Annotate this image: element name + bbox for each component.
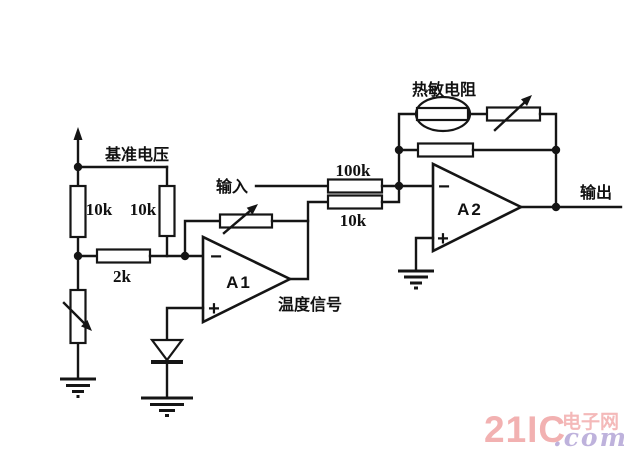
feedback-resistor <box>416 142 475 158</box>
potentiometer-left <box>62 254 92 380</box>
ground-symbol-left <box>60 377 96 398</box>
opamp-a1: − + A1 <box>201 234 293 325</box>
resistor-value-label: 10k <box>340 211 367 230</box>
resistor-10k-coupling <box>326 184 401 210</box>
arrow-up-icon <box>73 127 83 140</box>
watermark: 21IC 电子网 .com <box>484 409 624 452</box>
opamp-a1-output-wire <box>287 200 330 281</box>
opamp-label: A2 <box>457 200 483 219</box>
feedback-network-a2 <box>394 95 561 209</box>
inverting-input-sign: − <box>210 246 222 268</box>
resistor-value-label: 2k <box>113 267 132 286</box>
output-label: 输出 <box>580 183 612 202</box>
opamp-a2-ground <box>398 236 435 290</box>
resistor-value-label: 100k <box>336 161 372 180</box>
resistor-100k <box>326 178 401 194</box>
inverting-input-sign: − <box>438 176 450 198</box>
pot-arrow-icon <box>521 95 532 106</box>
opamp-a2: − + A2 <box>431 161 524 254</box>
opamp-label: A1 <box>226 273 252 292</box>
noninverting-input-sign: + <box>208 298 220 320</box>
resistor-divider-left-10k <box>69 165 87 258</box>
feedback-pot-a1 <box>183 204 310 258</box>
pot-arrow-icon <box>246 204 258 215</box>
diode-d1 <box>149 306 205 399</box>
junction-dot <box>551 145 561 155</box>
temperature-signal-label: 温度信号 <box>277 295 342 314</box>
resistor-2k <box>73 248 205 264</box>
watermark-brand: 21IC <box>484 409 566 450</box>
resistor-divider-right-10k <box>158 165 176 258</box>
resistor-value-label: 10k <box>86 200 113 219</box>
reference-voltage-label: 基准电压 <box>104 145 169 164</box>
pot-arrow-icon <box>81 320 92 331</box>
noninverting-input-sign: + <box>437 228 449 250</box>
output-wire <box>518 202 623 212</box>
input-label: 输入 <box>216 177 248 196</box>
thermistor-element <box>415 106 470 122</box>
junction-dot <box>551 202 561 212</box>
watermark-suffix: .com <box>553 423 624 452</box>
resistor-value-label: 10k <box>130 200 157 219</box>
thermistor-label: 热敏电阻 <box>412 80 476 99</box>
watermark-site-name: 电子网 <box>562 410 619 433</box>
ground-symbol-diode <box>141 396 193 417</box>
